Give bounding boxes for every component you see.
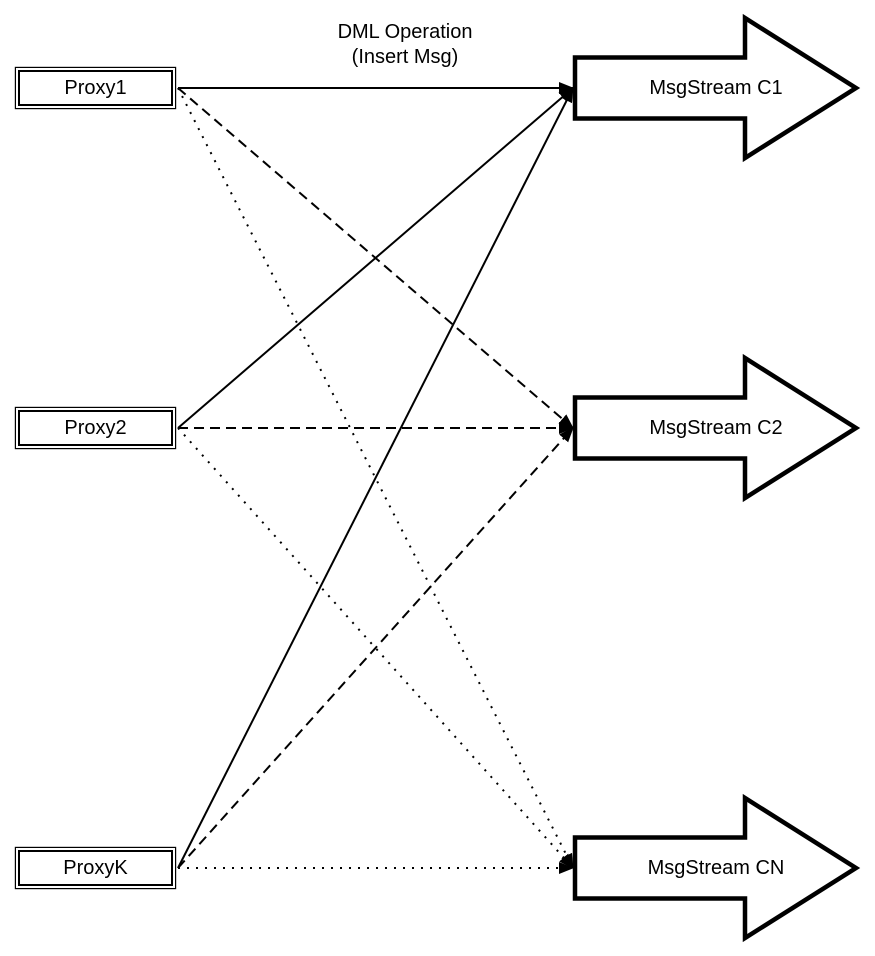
proxyk-node: ProxyK (18, 850, 173, 886)
proxy2-label: Proxy2 (64, 416, 127, 439)
dml-operation-label: DML Operation (Insert Msg) (275, 20, 535, 70)
edge-proxyk-to-c1-solid (177, 87, 574, 869)
proxy1-node: Proxy1 (18, 70, 173, 106)
dml-operation-label-line1: DML Operation (337, 21, 473, 43)
proxy1-label: Proxy1 (64, 76, 127, 99)
edge-proxy1-to-cn-dotted (177, 87, 574, 869)
edge-proxy1-to-c2-dashed (177, 87, 574, 429)
edge-proxyk-to-c2-dashed (177, 427, 574, 869)
block-arrow-c1 (572, 13, 861, 163)
proxy2-node: Proxy2 (18, 410, 173, 446)
proxyk-label: ProxyK (63, 856, 128, 879)
dml-operation-label-line2: (Insert Msg) (351, 46, 459, 68)
block-arrow-cn (572, 793, 861, 943)
block-arrow-c2 (572, 353, 861, 503)
